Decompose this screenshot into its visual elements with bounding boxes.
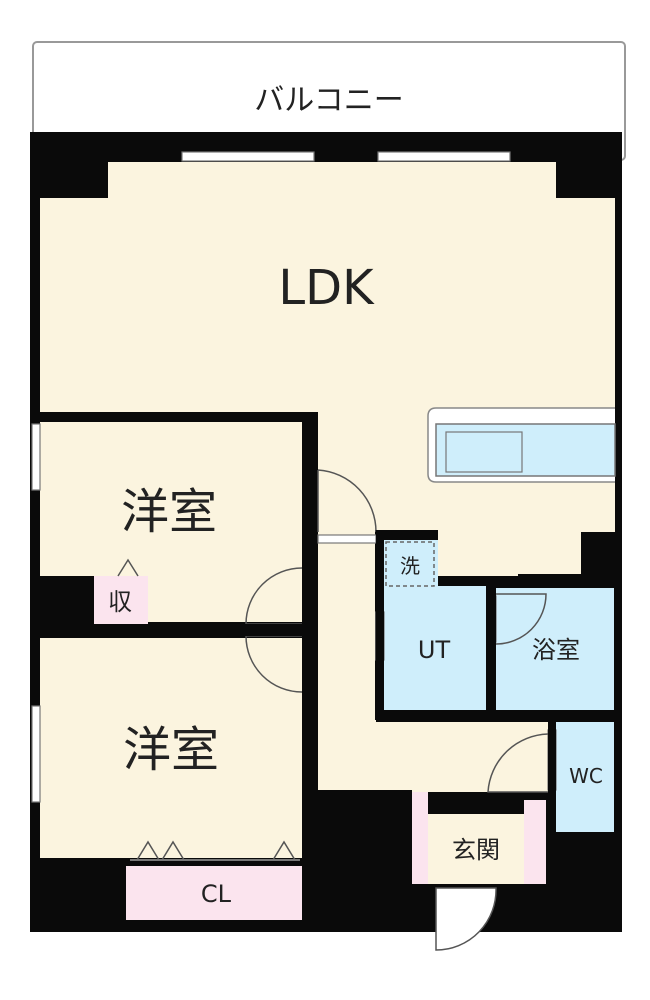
utility-floor (384, 584, 486, 710)
bedroom-upper-label: 洋室 (120, 484, 217, 540)
ldk-door-swing (317, 469, 377, 533)
kitchen-sink-basin (445, 431, 523, 473)
bath-floor (496, 588, 614, 710)
closet-marker-2 (161, 840, 185, 861)
entry-door-swing (435, 887, 497, 951)
interior-walls (30, 412, 616, 858)
washer-label: 洗 (400, 554, 420, 578)
utility-label: UT (417, 636, 451, 664)
closet-label: CL (200, 880, 232, 908)
bedroom-upper-window (31, 423, 41, 491)
balcony-label: バルコニー (254, 83, 404, 118)
bedroom-upper-floor (40, 422, 302, 576)
bedroom-lower-floor (40, 638, 302, 858)
bedroom-lower-door-swing (245, 635, 303, 693)
bath-door-swing (495, 593, 547, 645)
hallway-floor (318, 720, 556, 792)
storage-floor (94, 576, 148, 624)
washer-floor (384, 540, 438, 586)
ldk-hall-opening (317, 534, 377, 544)
bath-label: 浴室 (532, 636, 580, 664)
bedroom-lower-window (31, 705, 41, 803)
balcony-window-left (181, 151, 315, 162)
bedroom-upper-door-swing (245, 567, 303, 625)
entrance-label: 玄関 (452, 836, 500, 864)
balcony-window-right (377, 151, 511, 162)
entrance-step-right (524, 800, 546, 884)
wc-door-swing (487, 733, 549, 793)
storage-marker (117, 558, 139, 577)
bedroom-upper-floor-b (148, 576, 302, 622)
closet-marker-3 (272, 840, 296, 861)
entrance-step-left (412, 792, 428, 884)
wc-floor (556, 722, 614, 832)
closet-floor (126, 866, 302, 920)
closet-marker-1 (136, 840, 160, 861)
bedroom-lower-label: 洋室 (122, 722, 219, 778)
entrance-floor (428, 814, 524, 884)
toilet-label: WC (569, 764, 603, 788)
kitchen-sink (435, 423, 616, 477)
washer-pan (385, 541, 435, 587)
ldk-label: LDK (278, 260, 374, 316)
storage-label: 収 (108, 588, 132, 616)
